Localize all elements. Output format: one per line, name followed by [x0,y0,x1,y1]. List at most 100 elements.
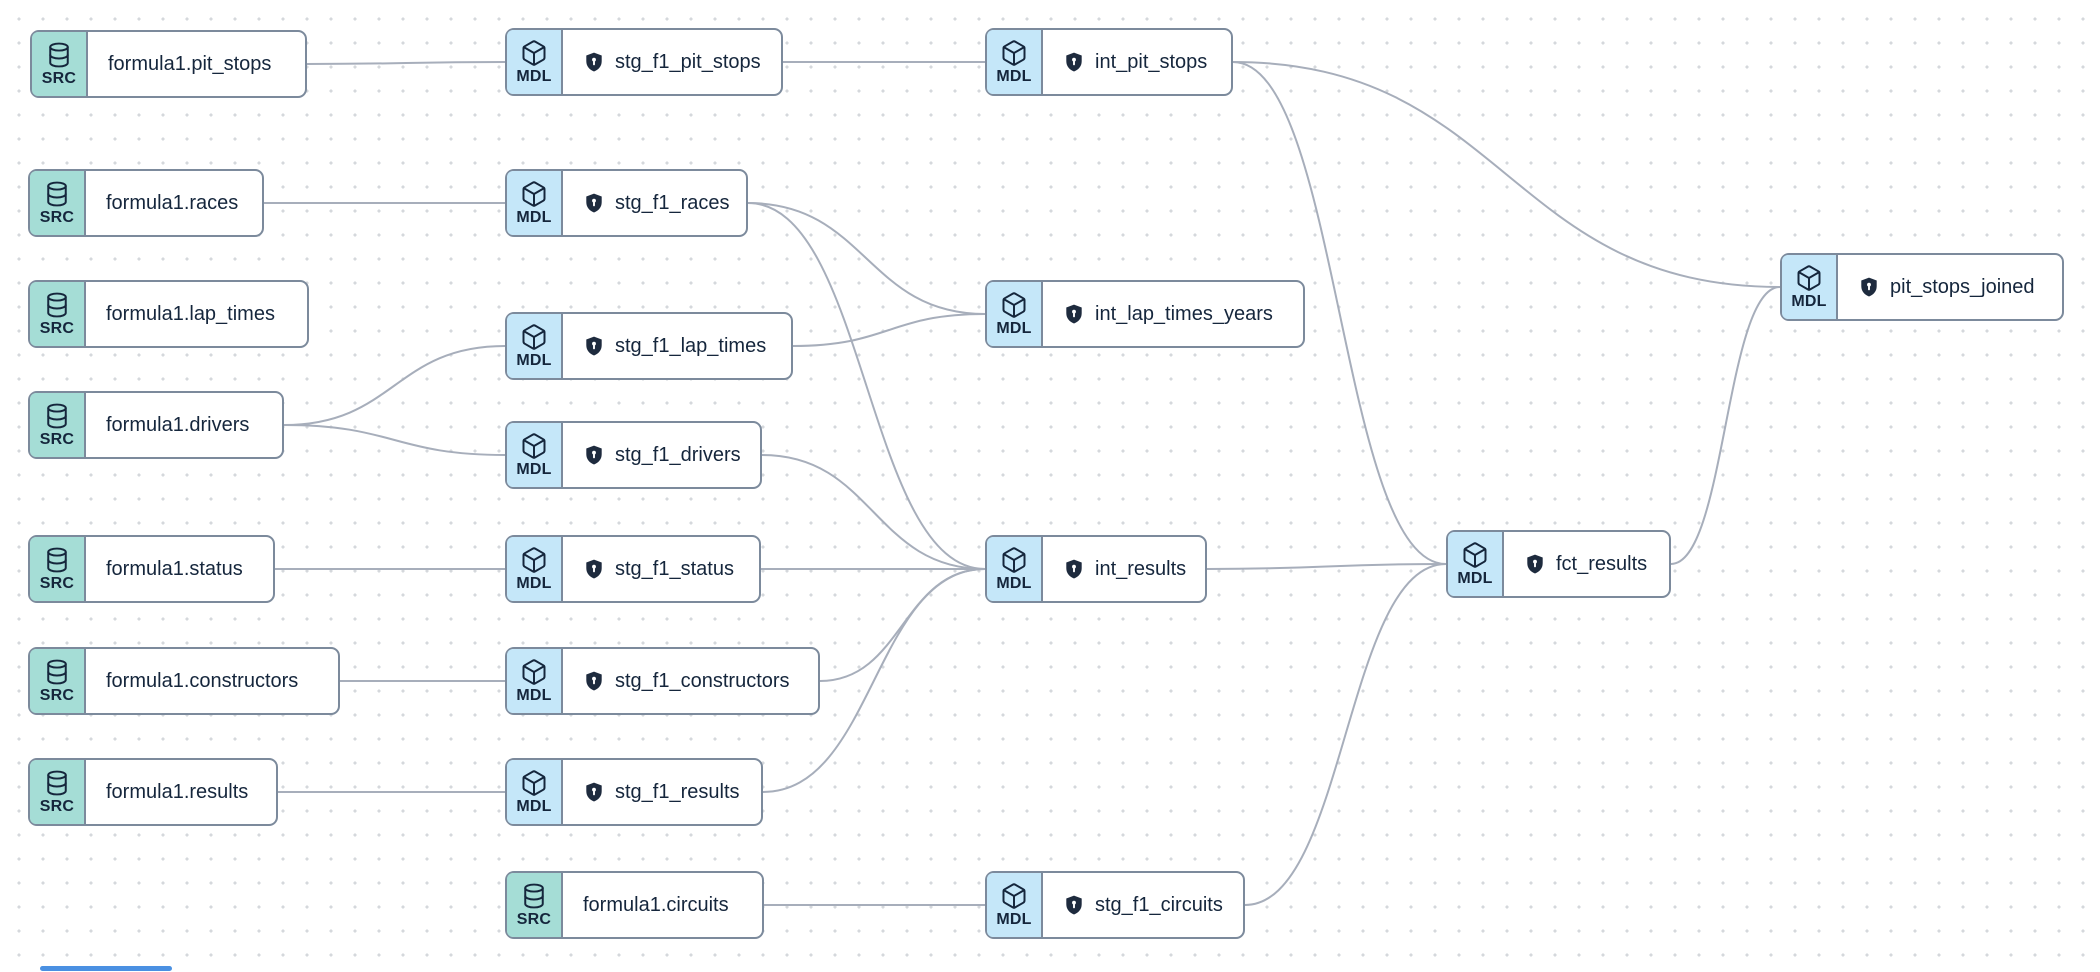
model-badge-label: MDL [996,911,1032,928]
node-stg_f1_circuits[interactable]: MDL stg_f1_circuits [985,871,1245,939]
node-formula1.circuits[interactable]: SRC formula1.circuits [505,871,764,939]
node-body: stg_f1_constructors [563,649,818,713]
node-body: int_lap_times_years [1043,282,1303,346]
node-label: formula1.drivers [106,413,250,436]
node-label: formula1.lap_times [106,302,275,325]
source-badge-label: SRC [39,209,75,226]
model-badge-label: MDL [516,68,552,85]
model-badge-label: MDL [516,575,552,592]
shield-badge-icon [1861,277,1877,297]
edge-stg_f1_circuits-to-fct_results [1244,563,1447,906]
model-cube-icon [1797,265,1821,291]
node-formula1.races[interactable]: SRC formula1.races [28,169,264,237]
node-stg_f1_drivers[interactable]: MDL stg_f1_drivers [505,421,762,489]
node-body: formula1.circuits [563,873,762,937]
node-stg_f1_constructors[interactable]: MDL stg_f1_constructors [505,647,820,715]
node-label: formula1.pit_stops [108,52,272,75]
node-int_pit_stops[interactable]: MDL int_pit_stops [985,28,1233,96]
node-stg_f1_pit_stops[interactable]: MDL stg_f1_pit_stops [505,28,783,96]
model-cube-icon [1002,883,1026,909]
edge-formula1.drivers-to-stg_f1_lap_times [283,345,506,426]
source-type-badge: SRC [30,393,86,457]
node-body: fct_results [1504,532,1669,596]
database-icon [47,547,67,573]
model-badge-label: MDL [516,352,552,369]
node-body: formula1.drivers [86,393,282,457]
shield-badge-icon [586,336,602,356]
source-badge-label: SRC [39,798,75,815]
node-label: formula1.constructors [106,669,299,692]
database-icon [524,883,544,909]
source-badge-label: SRC [39,431,75,448]
model-badge-label: MDL [516,687,552,704]
shield-badge-icon [586,193,602,213]
node-body: formula1.results [86,760,276,824]
edge-formula1.drivers-to-stg_f1_drivers [283,424,506,456]
node-stg_f1_status[interactable]: MDL stg_f1_status [505,535,761,603]
node-formula1.results[interactable]: SRC formula1.results [28,758,278,826]
model-cube-icon [1002,292,1026,318]
node-formula1.pit_stops[interactable]: SRC formula1.pit_stops [30,30,307,98]
node-body: stg_f1_races [563,171,746,235]
database-icon [47,403,67,429]
database-icon [47,659,67,685]
model-cube-icon [522,181,546,207]
node-label: stg_f1_constructors [615,669,790,692]
node-formula1.constructors[interactable]: SRC formula1.constructors [28,647,340,715]
node-body: int_pit_stops [1043,30,1231,94]
shield-badge-icon [586,671,602,691]
model-type-badge: MDL [1448,532,1504,596]
source-badge-label: SRC [516,911,552,928]
node-body: formula1.status [86,537,273,601]
shield-badge-icon [1066,895,1082,915]
shield-badge-icon [1066,559,1082,579]
model-badge-label: MDL [996,68,1032,85]
node-formula1.drivers[interactable]: SRC formula1.drivers [28,391,284,459]
model-badge-label: MDL [1791,293,1827,310]
horizontal-scrollbar-thumb[interactable] [40,966,172,971]
source-badge-label: SRC [39,687,75,704]
database-icon [47,292,67,318]
node-label: stg_f1_status [615,557,734,580]
node-label: stg_f1_races [615,191,730,214]
node-label: formula1.circuits [583,893,729,916]
node-label: pit_stops_joined [1890,275,2035,298]
model-cube-icon [1002,40,1026,66]
node-label: int_pit_stops [1095,50,1208,73]
node-body: stg_f1_results [563,760,761,824]
model-type-badge: MDL [987,282,1043,346]
node-label: formula1.results [106,780,249,803]
node-label: stg_f1_pit_stops [615,50,761,73]
shield-badge-icon [586,445,602,465]
node-body: formula1.races [86,171,262,235]
node-body: int_results [1043,537,1205,601]
node-label: int_lap_times_years [1095,302,1273,325]
model-type-badge: MDL [507,171,563,235]
model-cube-icon [522,659,546,685]
edge-stg_f1_results-to-int_results [762,568,986,793]
node-stg_f1_races[interactable]: MDL stg_f1_races [505,169,748,237]
node-pit_stops_joined[interactable]: MDL pit_stops_joined [1780,253,2064,321]
edge-stg_f1_lap_times-to-int_lap_times_years [792,313,986,347]
source-type-badge: SRC [32,32,88,96]
source-badge-label: SRC [41,70,77,87]
model-badge-label: MDL [996,320,1032,337]
database-icon [49,42,69,68]
node-int_lap_times_years[interactable]: MDL int_lap_times_years [985,280,1305,348]
model-cube-icon [1002,547,1026,573]
model-badge-label: MDL [516,461,552,478]
shield-badge-icon [1066,304,1082,324]
node-label: stg_f1_drivers [615,443,741,466]
database-icon [47,181,67,207]
node-body: stg_f1_circuits [1043,873,1243,937]
node-body: pit_stops_joined [1838,255,2062,319]
source-type-badge: SRC [30,760,86,824]
source-type-badge: SRC [507,873,563,937]
